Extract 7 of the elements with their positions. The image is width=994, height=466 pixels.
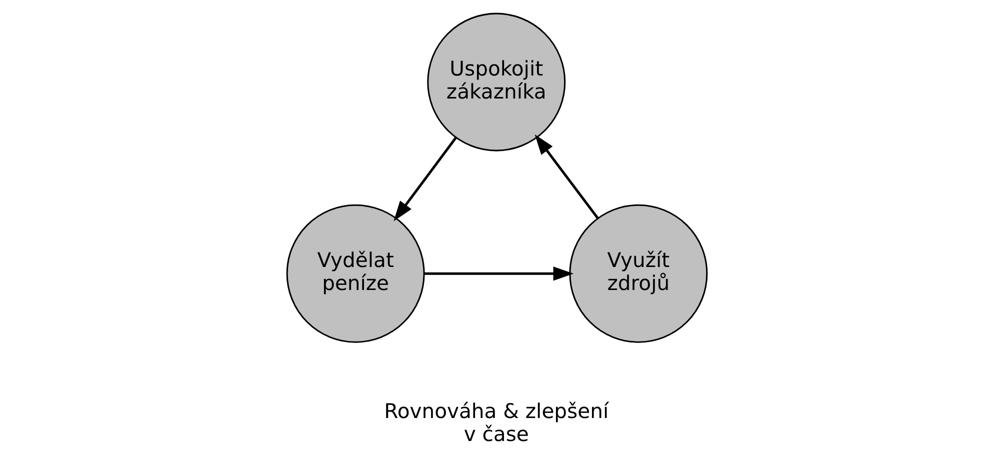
arrow — [534, 134, 599, 219]
arrow — [394, 136, 458, 222]
arrow — [424, 266, 574, 281]
label: Rovnováha & zlepšení v čase — [384, 398, 609, 446]
node-circle: Využít zdrojů — [569, 204, 708, 343]
node-circle: Uspokojit zákazníka — [427, 12, 566, 152]
node-circle: Vydělat peníze — [286, 204, 425, 343]
